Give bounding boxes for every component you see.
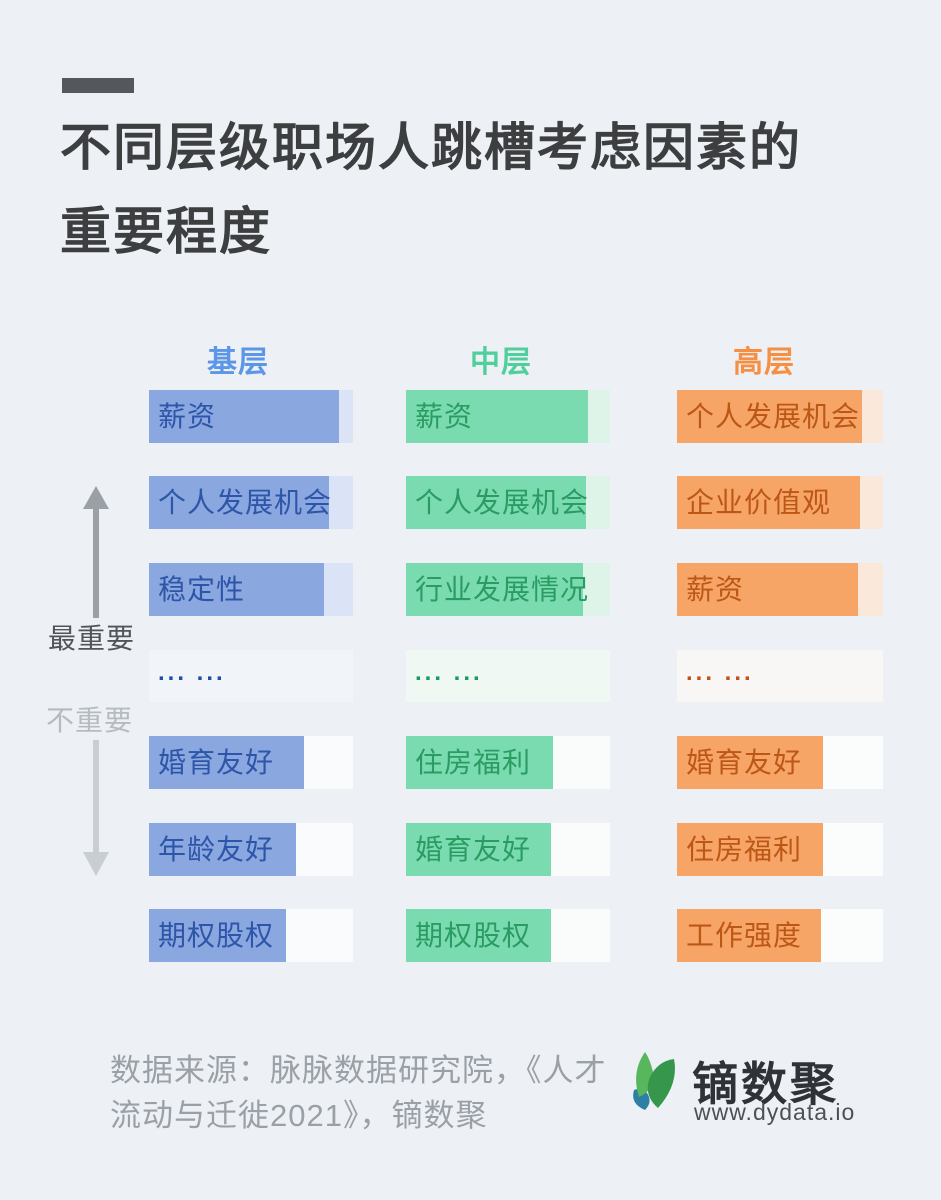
- page-title-line1: 不同层级职场人跳槽考虑因素的: [60, 119, 803, 176]
- bar-label: 个人发展机会: [415, 487, 590, 518]
- bar-label: 稳定性: [158, 574, 246, 605]
- bar-fill: [149, 390, 339, 443]
- bar-fill: [149, 476, 329, 529]
- bar-junior-rank6: 年龄友好: [149, 823, 353, 876]
- bar-fill: [677, 909, 822, 962]
- bar-senior-rank7: 工作强度: [677, 909, 883, 962]
- bar-fill: [677, 823, 824, 876]
- bar-label: 住房福利: [415, 747, 532, 778]
- bar-label: 婚育友好: [686, 747, 803, 778]
- bar-senior-rank6: 住房福利: [677, 823, 883, 876]
- bar-label: 住房福利: [686, 834, 803, 865]
- bar-junior-rank7: 期权股权: [149, 909, 353, 962]
- bar-label: 个人发展机会: [686, 401, 861, 432]
- bar-fill: [149, 736, 305, 789]
- axis-up-arrow: [83, 486, 109, 618]
- bar-label: 薪资: [158, 401, 217, 432]
- bar-label: 个人发展机会: [158, 487, 333, 518]
- bar-senior-rank2: 企业价值观: [677, 476, 883, 529]
- axis-down-arrow: [83, 740, 109, 876]
- bar-junior-rank3: 稳定性: [149, 563, 353, 616]
- ellipsis-label: ... ...: [158, 659, 226, 686]
- bar-fill: [149, 563, 325, 616]
- bar-fill: [149, 823, 296, 876]
- bar-label: 年龄友好: [158, 834, 275, 865]
- bar-fill: [677, 736, 824, 789]
- leaf-logo-icon: [633, 1052, 675, 1110]
- bar-fill: [406, 476, 586, 529]
- data-source-line1: 数据来源：脉脉数据研究院，《人才: [110, 1053, 607, 1088]
- ellipsis-label: ... ...: [415, 659, 483, 686]
- bar-fill: [406, 823, 551, 876]
- title-accent-bar: [62, 78, 134, 93]
- page-title: 不同层级职场人跳槽考虑因素的 重要程度: [60, 106, 802, 274]
- bar-senior-rank5: 婚育友好: [677, 736, 883, 789]
- column-header-senior: 高层: [733, 346, 795, 379]
- data-source-note: 数据来源：脉脉数据研究院，《人才 流动与迁徙2021》，镝数聚: [110, 1048, 607, 1138]
- bar-middle-rank7: 期权股权: [406, 909, 610, 962]
- bar-label: 期权股权: [415, 920, 532, 951]
- bar-junior-rank2: 个人发展机会: [149, 476, 353, 529]
- ellipsis-label: ... ...: [686, 659, 754, 686]
- bar-middle-rank5: 住房福利: [406, 736, 610, 789]
- bar-middle-rank3: 行业发展情况: [406, 563, 610, 616]
- bar-label: 工作强度: [686, 920, 803, 951]
- bar-fill: [406, 736, 553, 789]
- column-header-middle: 中层: [470, 346, 532, 379]
- bar-middle-rank1: 薪资: [406, 390, 610, 443]
- bar-label: 薪资: [415, 401, 474, 432]
- bar-fill: [677, 476, 861, 529]
- bar-label: 企业价值观: [686, 487, 832, 518]
- page-title-line2: 重要程度: [60, 203, 273, 260]
- bar-middle-rank2: 个人发展机会: [406, 476, 610, 529]
- logo-website-url: www.dydata.io: [694, 1099, 856, 1125]
- bar-fill: [149, 909, 286, 962]
- bar-fill: [406, 390, 588, 443]
- dydata-logo: 镝数聚 www.dydata.io: [628, 1046, 878, 1138]
- bar-label: 婚育友好: [158, 747, 275, 778]
- bar-senior-ellipsis: ... ...: [677, 650, 883, 702]
- bar-label: 婚育友好: [415, 834, 532, 865]
- bar-fill: [406, 563, 584, 616]
- column-header-junior: 基层: [207, 346, 269, 379]
- bar-middle-rank6: 婚育友好: [406, 823, 610, 876]
- bar-label: 行业发展情况: [415, 574, 590, 605]
- bar-senior-rank3: 薪资: [677, 563, 883, 616]
- axis-label-most-important: 最重要: [48, 623, 136, 654]
- bar-fill: [677, 563, 859, 616]
- bar-senior-rank1: 个人发展机会: [677, 390, 883, 443]
- axis-label-not-important: 不重要: [46, 705, 134, 736]
- bar-junior-rank5: 婚育友好: [149, 736, 353, 789]
- bar-label: 薪资: [686, 574, 745, 605]
- data-source-line2: 流动与迁徙2021》，镝数聚: [110, 1098, 488, 1133]
- bar-fill: [406, 909, 551, 962]
- bar-junior-rank1: 薪资: [149, 390, 353, 443]
- bar-label: 期权股权: [158, 920, 275, 951]
- bar-middle-ellipsis: ... ...: [406, 650, 610, 702]
- bar-junior-ellipsis: ... ...: [149, 650, 353, 702]
- logo-wordmark: 镝数聚: [692, 1058, 839, 1110]
- bar-fill: [677, 390, 863, 443]
